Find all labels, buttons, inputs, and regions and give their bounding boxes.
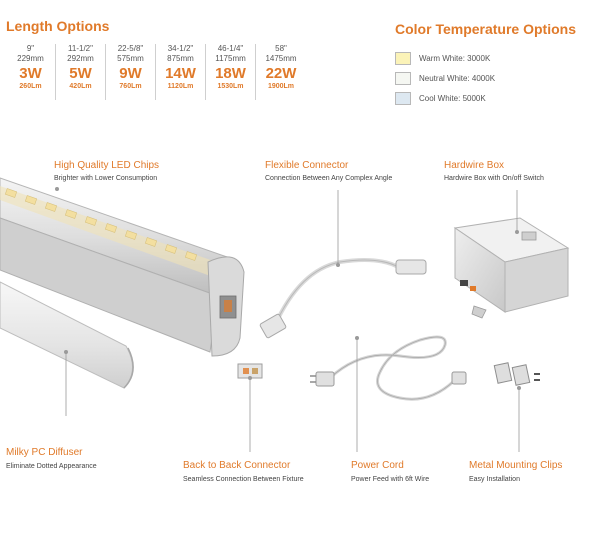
length-watts: 14W [165, 65, 196, 82]
color-swatch [395, 91, 411, 105]
length-inches: 46-1/4" [217, 44, 244, 53]
back-to-back-connector-graphic [237, 363, 263, 379]
length-inches: 34-1/2" [167, 44, 194, 53]
length-lumens: 1120Lm [167, 83, 194, 90]
length-inches: 22-5/8" [117, 44, 144, 53]
color-label: Warm White: 3000K [419, 53, 491, 63]
back-connector-dot [248, 376, 252, 380]
color-temperature-title: Color Temperature Options [395, 21, 576, 37]
color-swatch [395, 71, 411, 85]
color-option: Neutral White: 4000K [395, 68, 495, 88]
length-mm: 1175mm [215, 54, 246, 63]
flex-connector-dot [336, 263, 340, 267]
back-connector-desc: Seamless Connection Between Fixture [183, 476, 304, 483]
power-cord-graphic [310, 335, 467, 401]
length-watts: 3W [19, 65, 42, 82]
back-connector-title: Back to Back Connector [183, 460, 291, 471]
color-label: Neutral White: 4000K [419, 73, 496, 83]
power-cord-dot [355, 336, 359, 340]
length-options-title: Length Options [6, 18, 110, 34]
length-mm: 229mm [17, 54, 44, 63]
mounting-clips-dot [517, 386, 521, 390]
power-cord-desc: Power Feed with 6ft Wire [351, 476, 430, 483]
hardwire-box-dot [515, 230, 519, 234]
length-mm: 875mm [167, 54, 194, 63]
length-mm: 292mm [67, 54, 94, 63]
length-lumens: 1530Lm [217, 83, 244, 90]
mounting-clips-desc: Easy Installation [469, 476, 520, 483]
hardwire-box-title: Hardwire Box [444, 160, 505, 171]
length-inches: 9" [26, 44, 35, 53]
length-inches: 58" [275, 44, 287, 53]
mounting-clips-graphic [493, 362, 540, 386]
flex-connector-desc: Connection Between Any Complex Angle [265, 175, 393, 182]
diffuser-dot [64, 350, 68, 354]
length-lumens: 1900Lm [267, 83, 295, 90]
color-option: Warm White: 3000K [395, 48, 495, 68]
led-chips-dot [55, 187, 59, 191]
flexible-connector-graphic [259, 258, 427, 339]
diffuser-desc: Eliminate Dotted Appearance [6, 463, 97, 470]
length-mm: 1475mm [265, 54, 297, 63]
diffuser-title: Milky PC Diffuser [6, 447, 83, 458]
hardwire-box-graphic [453, 217, 570, 319]
length-watts: 5W [69, 65, 92, 82]
mounting-clips-title: Metal Mounting Clips [469, 460, 563, 471]
color-label: Cool White: 5000K [419, 93, 486, 103]
led-chips-title: High Quality LED Chips [54, 160, 160, 171]
color-temperature-list: Warm White: 3000K Neutral White: 4000K Coo… [395, 48, 495, 108]
color-option: Cool White: 5000K [395, 88, 495, 108]
leader-lines [56, 189, 520, 452]
length-watts: 9W [119, 65, 142, 82]
length-watts: 18W [215, 65, 246, 82]
flex-connector-title: Flexible Connector [265, 160, 349, 171]
diffuser-graphic [0, 281, 134, 389]
length-watts: 22W [265, 65, 297, 82]
led-chips-desc: Brighter with Lower Consumption [54, 175, 158, 182]
length-mm: 575mm [117, 54, 144, 63]
length-inches: 11-1/2" [68, 44, 93, 53]
length-lumens: 760Lm [119, 83, 142, 90]
hardwire-box-desc: Hardwire Box with On/off Switch [444, 175, 544, 182]
power-cord-title: Power Cord [351, 460, 404, 471]
length-lumens: 260Lm [19, 83, 42, 90]
color-swatch [395, 51, 411, 65]
length-lumens: 420Lm [69, 83, 92, 90]
led-fixture-graphic [0, 177, 245, 357]
